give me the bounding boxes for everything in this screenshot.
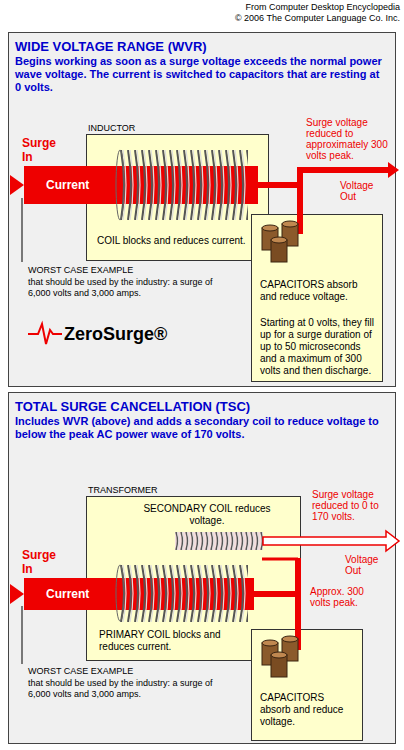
panel-description: Includes WVR (above) and adds a secondar… [15, 415, 385, 441]
capacitor-symbol [271, 237, 287, 243]
capacitor-symbol [262, 225, 278, 231]
flow-label: Current [46, 587, 89, 601]
input-label: Surge In [22, 136, 62, 164]
panel-title: WIDE VOLTAGE RANGE (WVR) [15, 39, 207, 54]
panel-description: Begins working as soon as a surge voltag… [15, 55, 385, 94]
credit-line: © 2006 The Computer Language Co. Inc. [235, 13, 400, 24]
secondary-coil [175, 532, 263, 550]
voltage-path-1 [297, 167, 390, 173]
capacitor-symbol [282, 636, 298, 642]
output-note: Surge voltage reduced to 0 to 170 volts. [312, 489, 398, 522]
voltage-note: Approx. 300 volts peak. [310, 586, 370, 608]
secondary-link [262, 558, 298, 561]
capacitor-symbol [262, 640, 278, 646]
capacitor-symbol [271, 652, 287, 658]
panel-title: TOTAL SURGE CANCELLATION (TSC) [15, 399, 250, 414]
inductor-coil [120, 150, 248, 220]
secondary-coil [175, 532, 263, 550]
primary-coil [120, 565, 248, 622]
worst-case-note: that should be used by the industry: a s… [28, 678, 233, 700]
primary-coil [116, 565, 248, 622]
component-heading: TRANSFORMER [88, 485, 158, 496]
worst-case-heading: WORST CASE EXAMPLE [28, 666, 133, 677]
component-note: Starting at 0 volts, they fill up for a … [260, 317, 378, 377]
capacitor-symbol [282, 221, 298, 227]
output-label: Voltage Out [340, 180, 390, 202]
component-note: PRIMARY COIL blocks and reduces current. [99, 629, 239, 653]
primary-coil [116, 565, 124, 621]
voltage-path-2 [248, 591, 301, 597]
worst-case-heading: WORST CASE EXAMPLE [28, 265, 133, 276]
inductor-coil [116, 150, 124, 220]
worst-case-note: that should be used by the industry: a s… [28, 277, 233, 299]
brand-logo: ZeroSurge® [64, 324, 167, 344]
component-note: CAPACITORS absorb and reduce voltage. [260, 692, 356, 728]
input-label: Surge In [22, 548, 62, 576]
voltage-path-1 [248, 182, 300, 188]
component-heading: INDUCTOR [88, 123, 135, 134]
leader-line [22, 198, 23, 262]
component-note: CAPACITORS absorb and reduce voltage. [260, 279, 376, 303]
leader-line [22, 606, 23, 664]
output-note: Surge voltage reduced to approximately 3… [306, 117, 398, 161]
component-note: COIL blocks and reduces current. [97, 235, 247, 247]
output-label: Voltage Out [345, 554, 395, 576]
credit-line: From Computer Desktop Encyclopedia [245, 2, 400, 13]
secondary-coil [175, 532, 263, 550]
component-note: SECONDARY COIL reduces voltage. [142, 503, 272, 527]
inductor-coil [116, 150, 248, 220]
flow-label: Current [46, 178, 89, 192]
